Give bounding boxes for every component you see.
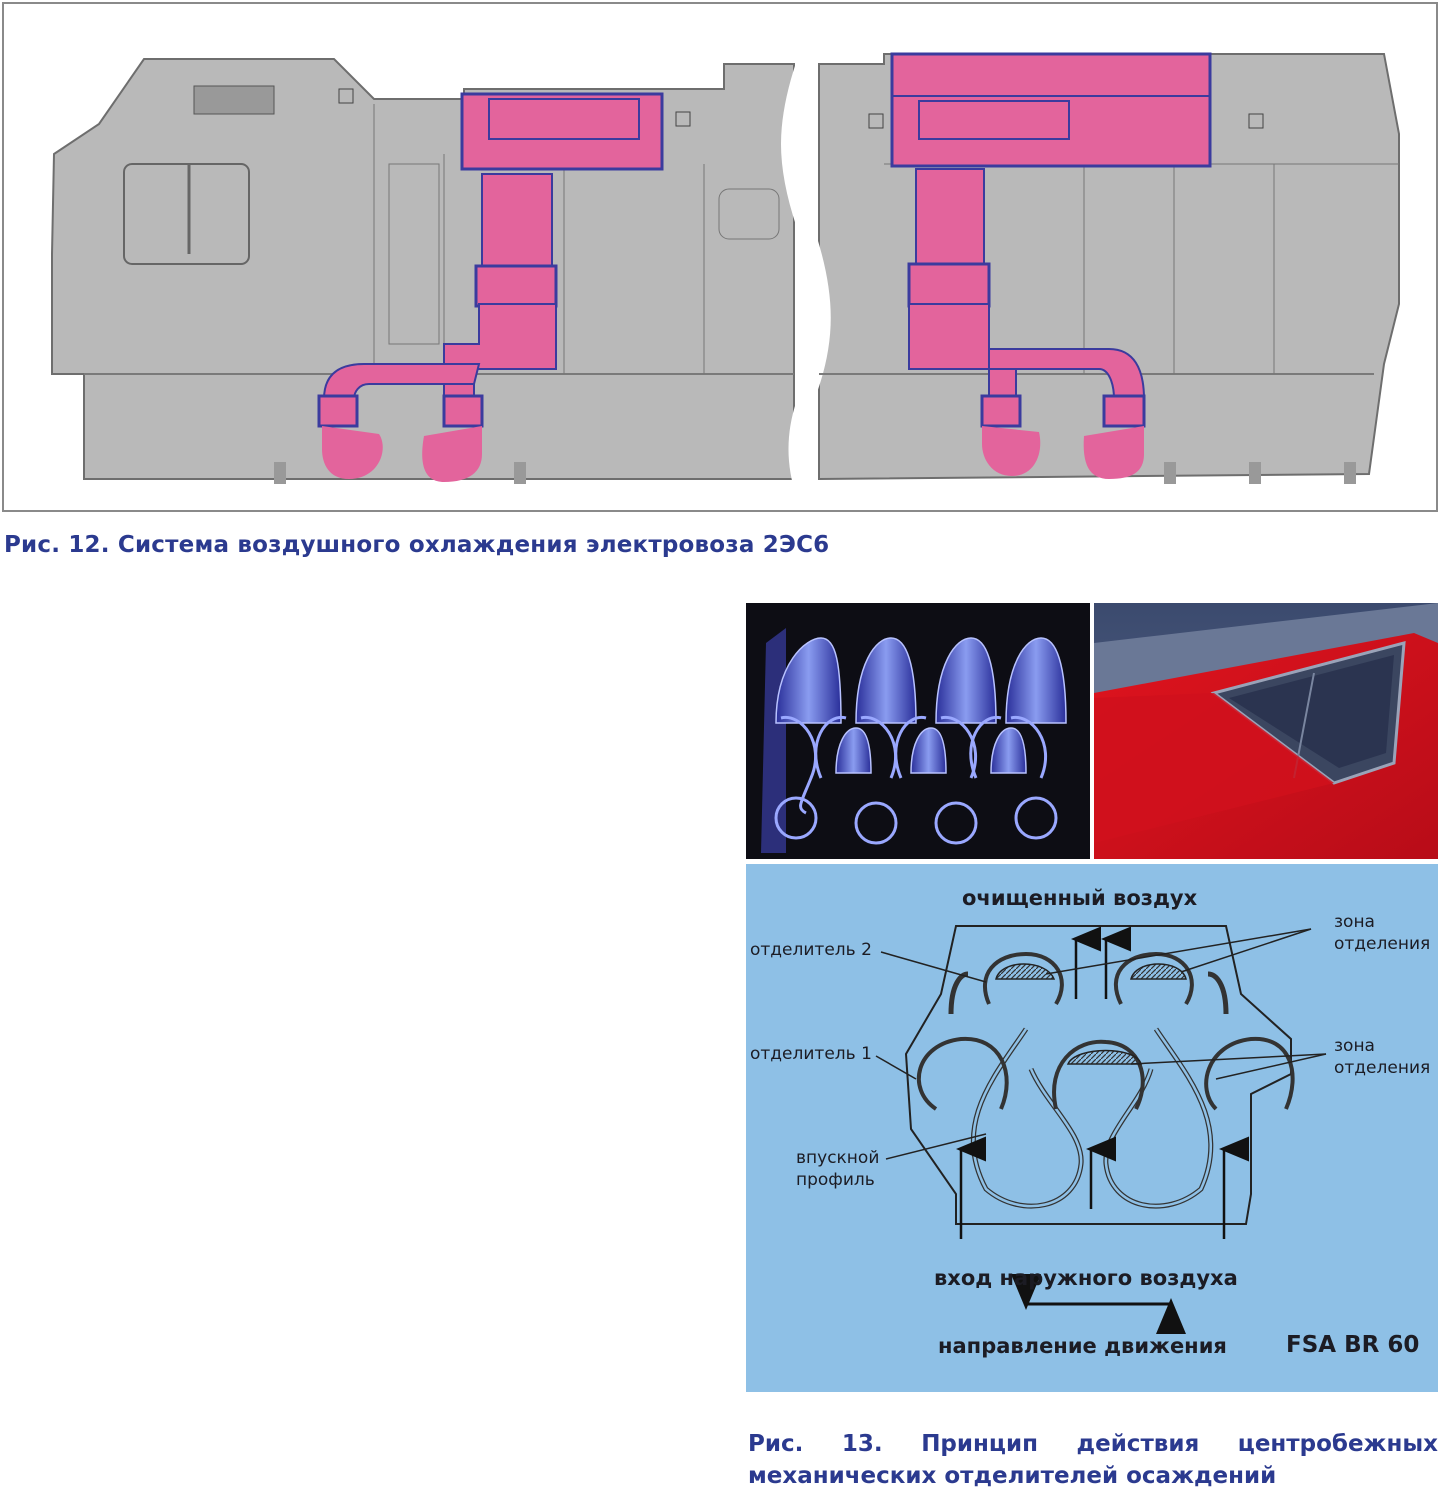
direction-of-travel-label: направление движения [938, 1334, 1227, 1358]
inlet-profile-label-1: впускной [796, 1148, 880, 1168]
separator-1-label: отделитель 1 [750, 1044, 872, 1064]
separator-render-photo [746, 603, 1090, 859]
caption13-word: Рис. [748, 1431, 804, 1457]
caption13-word: 13. [841, 1431, 883, 1457]
separation-zone-top-label-1: зона [1334, 912, 1375, 932]
figure-13-caption: Рис. 13. Принцип действия центробежных м… [748, 1428, 1440, 1492]
caption13-line2: механических отделителей осаждений [748, 1463, 1277, 1489]
outside-air-inlet-label: вход наружного воздуха [934, 1266, 1238, 1290]
separator-2-label: отделитель 2 [750, 940, 872, 960]
locomotive-cooling-drawing [51, 52, 1400, 497]
separation-zone-mid-label-1: зона [1334, 1036, 1375, 1056]
inlet-profile-label-2: профиль [796, 1170, 875, 1190]
separation-zone-mid-label-2: отделения [1334, 1058, 1431, 1078]
figure-12-caption: Рис. 12. Система воздушного охлаждения э… [4, 532, 830, 558]
separator-schematic [875, 925, 1327, 1334]
separation-zone-top-label-2: отделения [1334, 934, 1431, 954]
locomotive-drawing-figure [2, 2, 1438, 512]
roof-intake-photo [1094, 603, 1438, 859]
purified-air-label: очищенный воздух [962, 886, 1198, 910]
caption13-word: действия [1076, 1431, 1200, 1457]
separator-profiles-render [746, 603, 1090, 859]
caption13-word: Принцип [921, 1431, 1038, 1457]
locomotive-roof-photo [1094, 603, 1438, 859]
caption13-word: центробежных [1237, 1431, 1438, 1457]
separator-principle-diagram: очищенный воздух отделитель 2 отделитель… [746, 864, 1438, 1392]
model-label: FSA BR 60 [1286, 1332, 1420, 1358]
